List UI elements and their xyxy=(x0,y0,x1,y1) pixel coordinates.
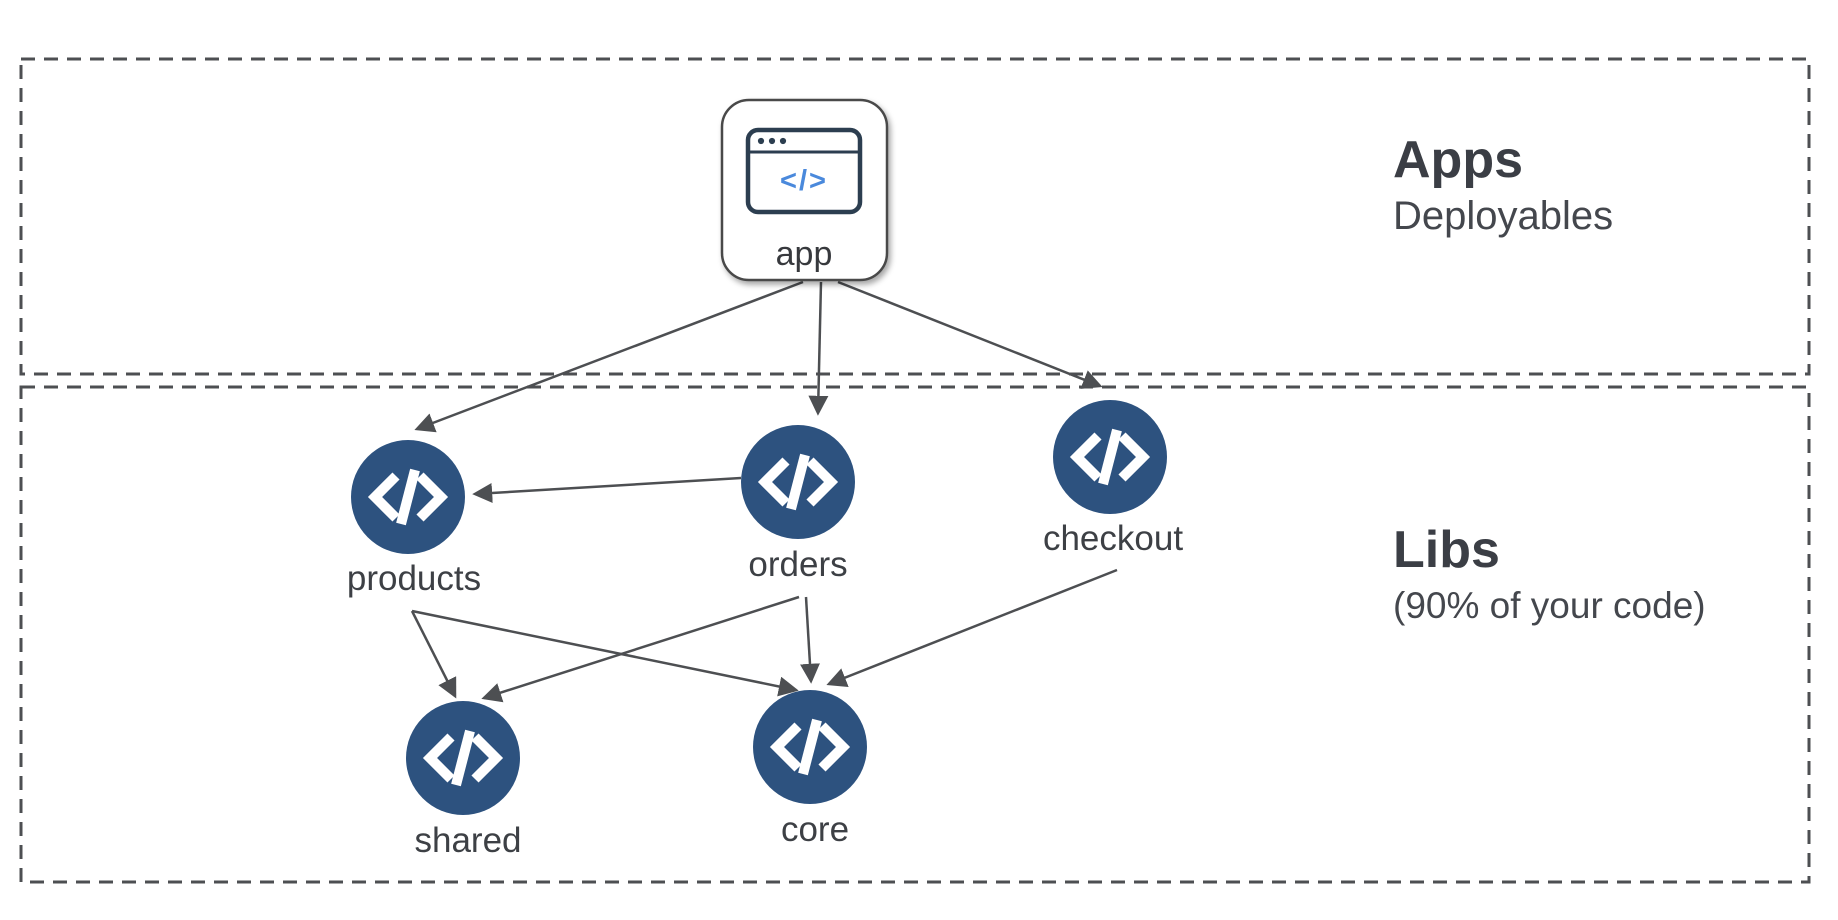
edge-app-orders xyxy=(808,281,829,416)
node-core: core xyxy=(753,690,867,849)
node-products-label: products xyxy=(347,559,481,598)
apps-section-box xyxy=(19,57,1811,376)
libs-section-subtitle: (90% of your code) xyxy=(1393,585,1706,626)
edge-products-core xyxy=(411,609,799,697)
node-shared-label: shared xyxy=(414,821,521,860)
apps-section-subtitle: Deployables xyxy=(1393,194,1613,238)
edge-checkout-core xyxy=(826,568,1118,687)
node-orders: orders xyxy=(741,425,855,584)
edge-orders-core xyxy=(799,596,820,684)
libs-section-title: Libs xyxy=(1393,521,1500,579)
node-core-label: core xyxy=(781,810,849,849)
node-orders-label: orders xyxy=(748,545,847,584)
libs-section-box xyxy=(19,385,1811,884)
node-app-label: app xyxy=(776,235,833,273)
libs-section-annotation: Libs (90% of your code) xyxy=(1393,521,1706,626)
node-shared: shared xyxy=(406,701,522,860)
node-checkout-label: checkout xyxy=(1043,519,1183,558)
node-checkout: checkout xyxy=(1043,400,1183,558)
browser-code-window-icon: </> xyxy=(745,127,863,215)
edges-layer xyxy=(410,280,1118,703)
node-app: </> app xyxy=(720,98,889,282)
edge-orders-shared xyxy=(481,595,800,703)
edge-orders-products xyxy=(472,476,742,503)
edge-app-products xyxy=(414,280,804,433)
app-icon-code-text: </> xyxy=(780,165,828,197)
node-products: products xyxy=(347,440,481,598)
apps-section-title: Apps xyxy=(1393,131,1523,189)
edge-products-shared xyxy=(410,610,457,699)
apps-section-annotation: Apps Deployables xyxy=(1393,131,1613,238)
edge-app-checkout xyxy=(837,280,1103,389)
